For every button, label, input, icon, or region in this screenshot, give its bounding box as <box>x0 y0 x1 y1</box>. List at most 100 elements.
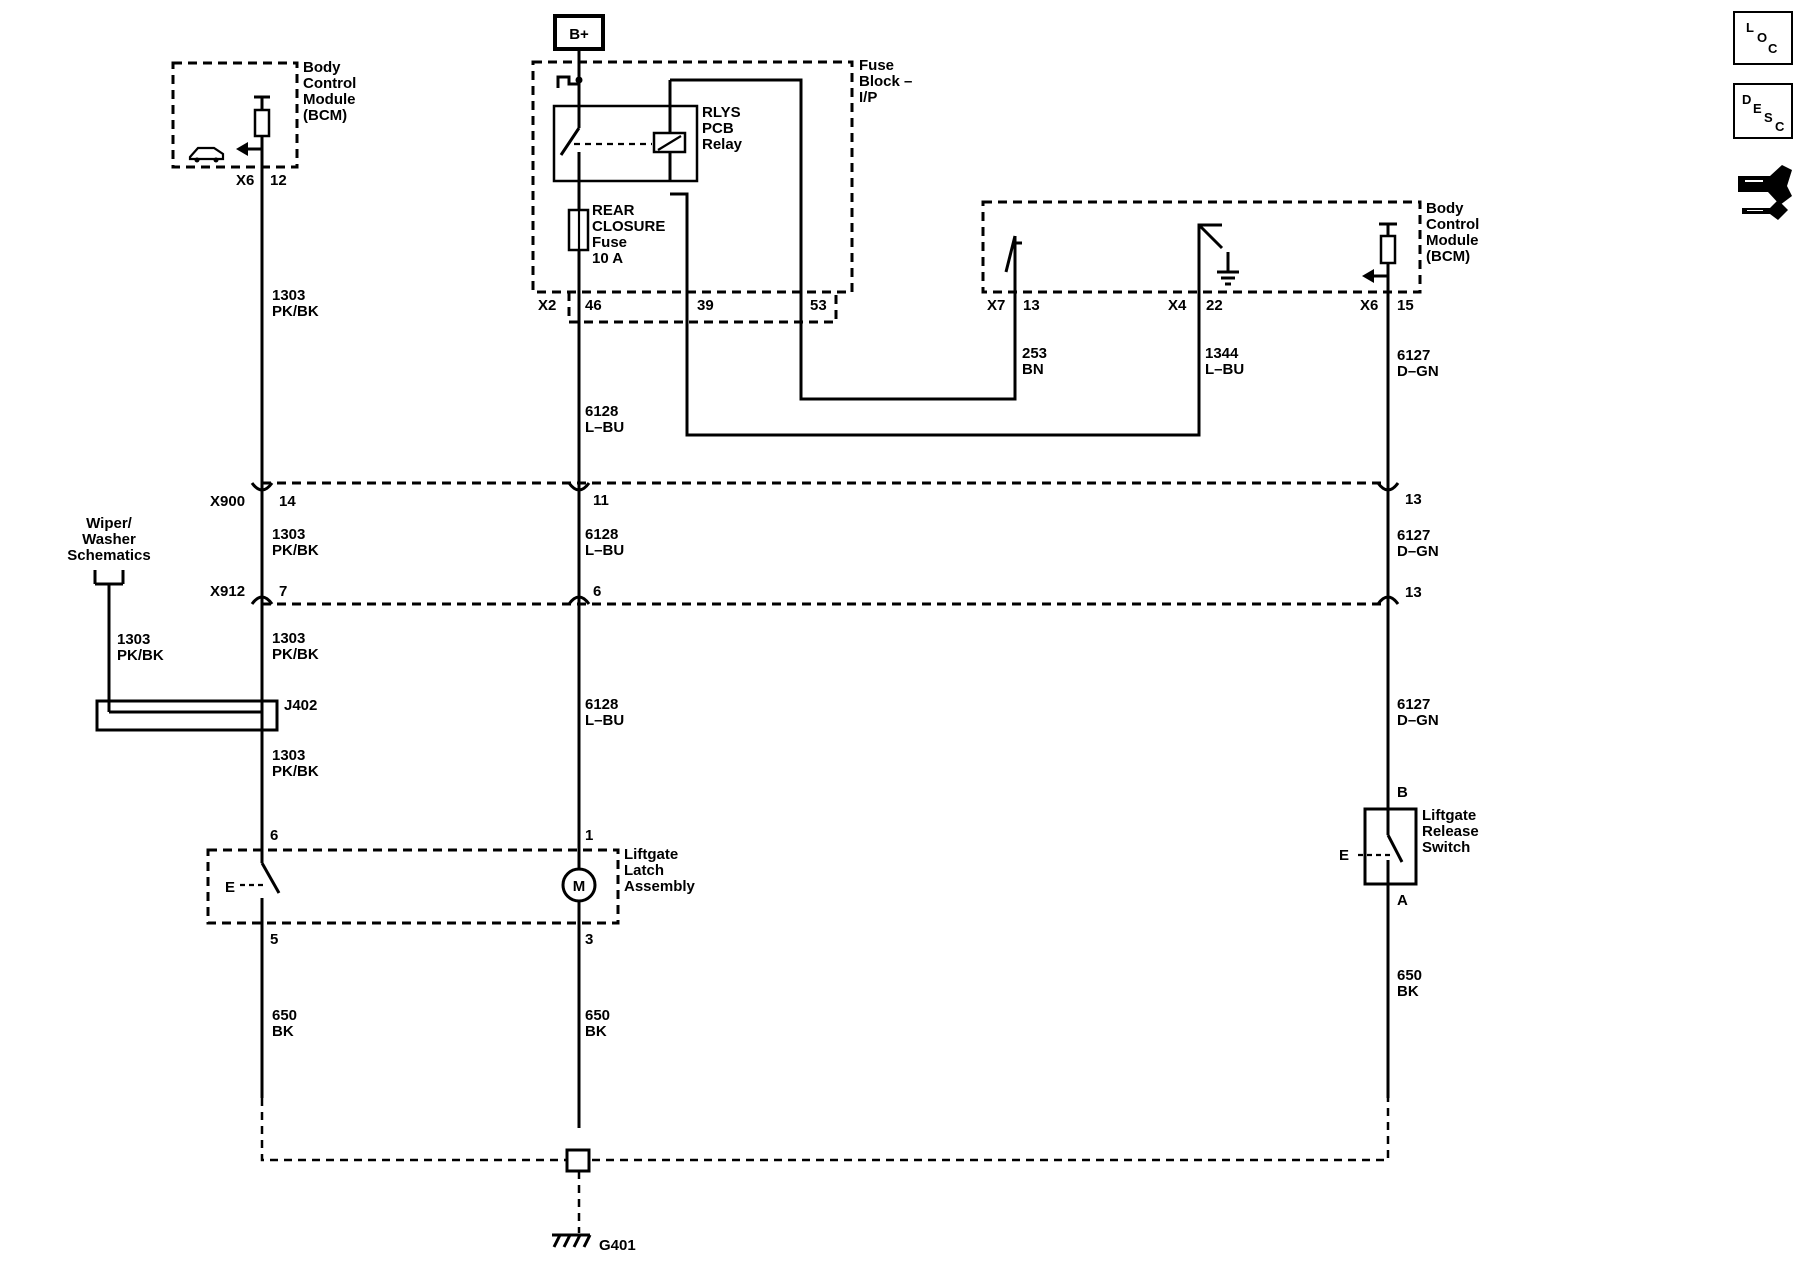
wire-color-pkbk-c: PK/BK <box>272 646 319 663</box>
wire-253-path <box>670 78 1017 401</box>
wire-label-6127-b: 6127 <box>1397 527 1430 544</box>
bcm-right-name-2: Control <box>1426 216 1479 233</box>
fuse-label-1: REAR <box>592 202 635 219</box>
desc-letter-s: S <box>1764 110 1773 125</box>
latch-pin-6: 6 <box>270 827 278 844</box>
relay-label-2: PCB <box>702 120 734 137</box>
wire-color-lbu-d: L–BU <box>585 712 624 729</box>
wire-color-lbu-a: L–BU <box>585 419 624 436</box>
x912-label: X912 <box>210 583 245 600</box>
ground-icon <box>552 1233 592 1248</box>
x912-connector: X912 7 6 13 <box>210 583 1422 606</box>
desc-letter-d: D <box>1742 92 1751 107</box>
x900-label: X900 <box>210 493 245 510</box>
bcm-right-connector-x7: X7 <box>987 297 1005 314</box>
fuse-label-4: 10 A <box>592 250 623 267</box>
wire-label-1303-d: 1303 <box>117 631 150 648</box>
motor-icon <box>561 867 597 903</box>
x900-pin-11: 11 <box>593 492 609 509</box>
wire-label-1303-a: 1303 <box>272 287 305 304</box>
wire-label-1303-c: 1303 <box>272 630 305 647</box>
ground-g401: G401 <box>260 1098 1390 1254</box>
motor-symbol: M <box>573 878 586 895</box>
release-actuator-symbol: E <box>1339 847 1349 864</box>
fuse-block-connector-x2: X2 <box>538 297 556 314</box>
bcm-left-name-4: (BCM) <box>303 107 347 124</box>
relay-label-1: RLYS <box>702 104 741 121</box>
wire-label-650-b: 650 <box>585 1007 610 1024</box>
wire-label-6128-a: 6128 <box>585 403 618 420</box>
bcm-left: Body Control Module (BCM) X6 12 <box>171 59 356 189</box>
wiper-ref-1: Wiper/ <box>86 515 133 532</box>
wire-label-6127-c: 6127 <box>1397 696 1430 713</box>
bcm-right-name-1: Body <box>1426 200 1464 217</box>
liftgate-latch-assembly: Liftgate Latch Assembly 6 5 1 3 E M <box>206 827 696 948</box>
bcm-left-name-1: Body <box>303 59 341 76</box>
bcm-left-name-2: Control <box>303 75 356 92</box>
fuse-block-name-1: Fuse <box>859 57 894 74</box>
pin-39: 39 <box>697 297 714 314</box>
wire-color-pkbk-d: PK/BK <box>117 647 164 664</box>
wire-color-dgn-a: D–GN <box>1397 363 1439 380</box>
desc-button[interactable]: D E S C <box>1733 83 1793 139</box>
latch-actuator-symbol: E <box>225 879 235 896</box>
bcm-left-name-3: Module <box>303 91 356 108</box>
wire-color-pkbk-a: PK/BK <box>272 303 319 320</box>
release-switch-pin-b: B <box>1397 784 1408 801</box>
b-plus-label: B+ <box>569 26 589 43</box>
latch-name-3: Assembly <box>624 878 696 895</box>
loc-letter-l: L <box>1746 20 1754 35</box>
wire-color-lbu-c: L–BU <box>585 542 624 559</box>
g401-label: G401 <box>599 1237 636 1254</box>
wiper-ref-3: Schematics <box>67 547 150 564</box>
wire-label-1303-b: 1303 <box>272 526 305 543</box>
x912-pin-6: 6 <box>593 583 601 600</box>
fuse-label-3: Fuse <box>592 234 627 251</box>
desc-letter-e: E <box>1753 101 1762 116</box>
release-switch-name-1: Liftgate <box>1422 807 1476 824</box>
wire-label-1303-e: 1303 <box>272 747 305 764</box>
bcm-right-connector-x4: X4 <box>1168 297 1187 314</box>
x900-pin-14: 14 <box>279 493 296 510</box>
loc-letter-o: O <box>1757 30 1767 45</box>
wire-label-1344: 1344 <box>1205 345 1239 362</box>
j402-splice-pack: J402 <box>95 697 317 732</box>
fuse-label-2: CLOSURE <box>592 218 665 235</box>
release-switch-name-3: Switch <box>1422 839 1470 856</box>
release-switch-pin-a: A <box>1397 892 1408 909</box>
j402-label: J402 <box>284 697 317 714</box>
wire-label-6128-b: 6128 <box>585 526 618 543</box>
fuse-block-ip: Fuse Block – I/P RLYS PCB Relay REAR <box>531 57 912 324</box>
bcm-right-name-3: Module <box>1426 232 1479 249</box>
latch-name-1: Liftgate <box>624 846 678 863</box>
wiper-washer-reference: Wiper/ Washer Schematics 1303 PK/BK <box>67 515 164 712</box>
bcm-right-pin-13: 13 <box>1023 297 1040 314</box>
x900-pin-13: 13 <box>1405 491 1422 508</box>
liftgate-release-switch: E B A Liftgate Release Switch <box>1339 784 1479 909</box>
x912-pin-7: 7 <box>279 583 287 600</box>
wiper-ref-2: Washer <box>82 531 136 548</box>
relay-label-3: Relay <box>702 136 743 153</box>
wire-label-253: 253 <box>1022 345 1047 362</box>
desc-letter-c: C <box>1775 119 1785 134</box>
bcm-right-connector-x6: X6 <box>1360 297 1378 314</box>
wire-color-dgn-c: D–GN <box>1397 712 1439 729</box>
wire-color-bk-b: BK <box>585 1023 607 1040</box>
wire-label-650-c: 650 <box>1397 967 1422 984</box>
rear-closure-fuse: REAR CLOSURE Fuse 10 A <box>567 202 665 267</box>
loc-button[interactable]: L O C <box>1733 11 1793 65</box>
wire-label-6128-c: 6128 <box>585 696 618 713</box>
car-icon <box>188 146 225 163</box>
b-plus-supply: B+ <box>553 14 605 63</box>
wire-color-bk-c: BK <box>1397 983 1419 1000</box>
fuse-block-name-3: I/P <box>859 89 877 106</box>
bcm-right-pin-22: 22 <box>1206 297 1223 314</box>
wire-color-bk-a: BK <box>272 1023 294 1040</box>
latch-pin-3: 3 <box>585 931 593 948</box>
wire-label-6127-a: 6127 <box>1397 347 1430 364</box>
wire-color-lbu-b: L–BU <box>1205 361 1244 378</box>
wire-1344-path <box>670 192 1222 437</box>
latch-name-2: Latch <box>624 862 664 879</box>
connector-icon[interactable] <box>1738 165 1792 220</box>
